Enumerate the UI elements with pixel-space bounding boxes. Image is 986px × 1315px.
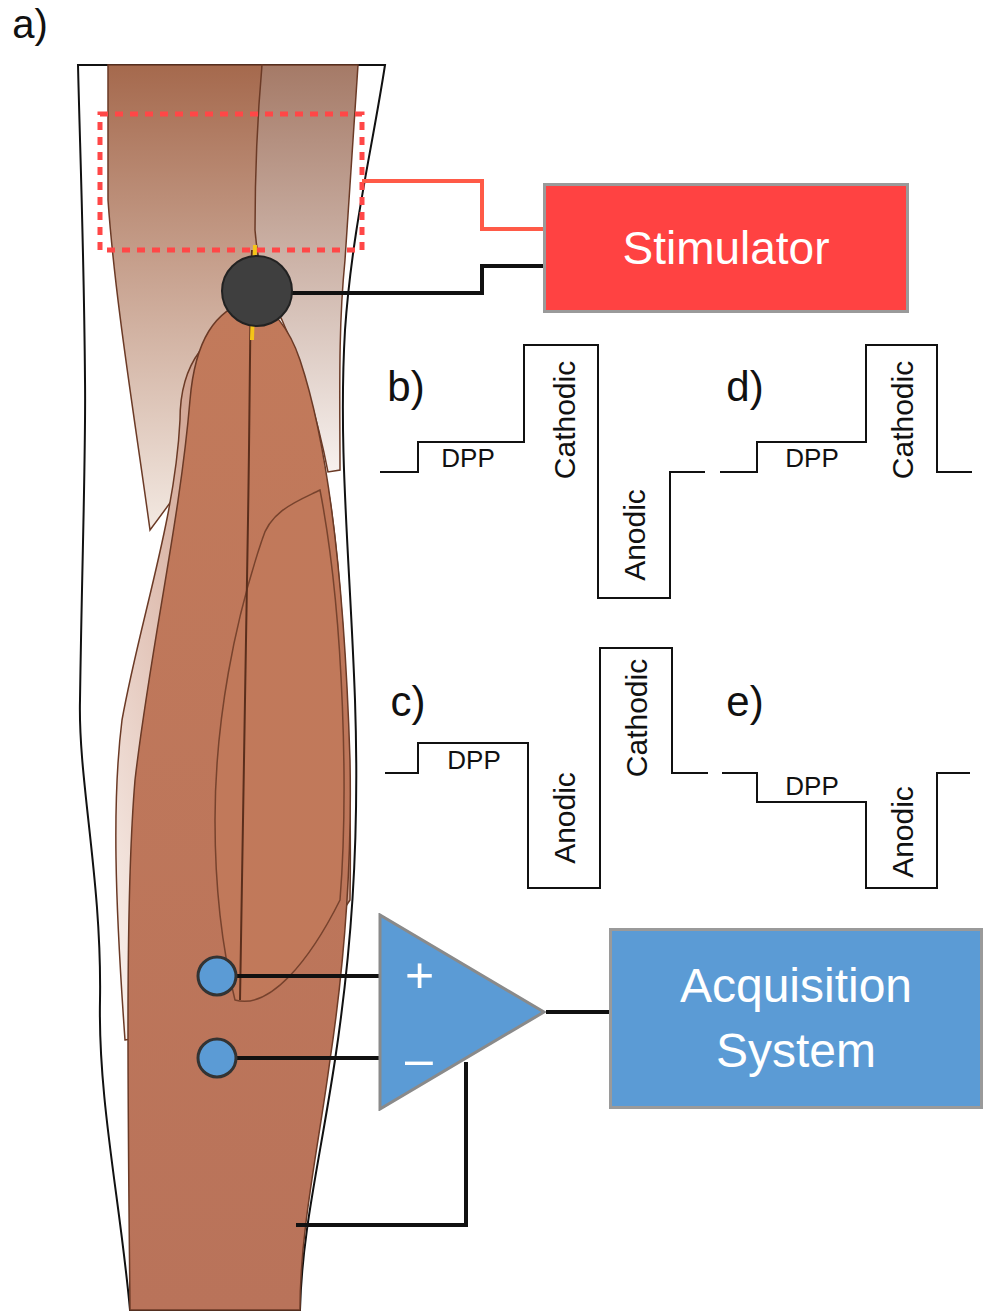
signal-wire [546, 1010, 609, 1014]
stimulation-region [100, 114, 362, 250]
waveform-c [385, 648, 708, 888]
waveform-label: Cathodic [550, 361, 580, 479]
amplifier-triangle [380, 915, 544, 1109]
input-sign: – [405, 1034, 433, 1084]
stimulator-wire [362, 181, 545, 229]
box-label: Stimulator [622, 217, 829, 279]
recording-electrode [198, 1039, 236, 1077]
waveforms [380, 345, 972, 888]
waveform-label: Cathodic [888, 361, 918, 479]
stimulation-electrode [222, 256, 292, 326]
panel-letter: b) [387, 366, 424, 408]
panel-letter: d) [726, 366, 763, 408]
waveform-label: DPP [441, 445, 494, 471]
recording-wire [236, 1056, 380, 1060]
waveform-e [722, 773, 970, 888]
recording-wire [236, 974, 380, 978]
waveform-label: DPP [785, 445, 838, 471]
box-label: Acquisition System [626, 954, 966, 1084]
calf-muscle [215, 490, 344, 1001]
amplifier-triangle [378, 913, 546, 1111]
acquisition-box: Acquisition System [609, 928, 983, 1109]
stimulator-box: Stimulator [543, 183, 909, 313]
stimulator-wire [290, 266, 545, 293]
recording-electrode [198, 957, 236, 995]
nerve-line [240, 250, 252, 1000]
waveform-d [720, 345, 972, 472]
panel-letter: a) [12, 4, 48, 44]
panel-letter: c) [391, 681, 426, 723]
calf-muscle [128, 300, 350, 1310]
waveform-label: Cathodic [622, 659, 652, 777]
panel-letter: e) [726, 681, 763, 723]
input-sign: + [405, 950, 434, 1000]
amplifier-symbol: +– [378, 913, 546, 1111]
leg-outline [78, 65, 385, 1310]
waveform-label: Anodic [550, 772, 580, 864]
waveform-label: Anodic [620, 489, 650, 581]
waveform-label: Anodic [888, 786, 918, 878]
waveform-label: DPP [447, 747, 500, 773]
waveform-label: DPP [785, 773, 838, 799]
waveform-b [380, 345, 705, 598]
